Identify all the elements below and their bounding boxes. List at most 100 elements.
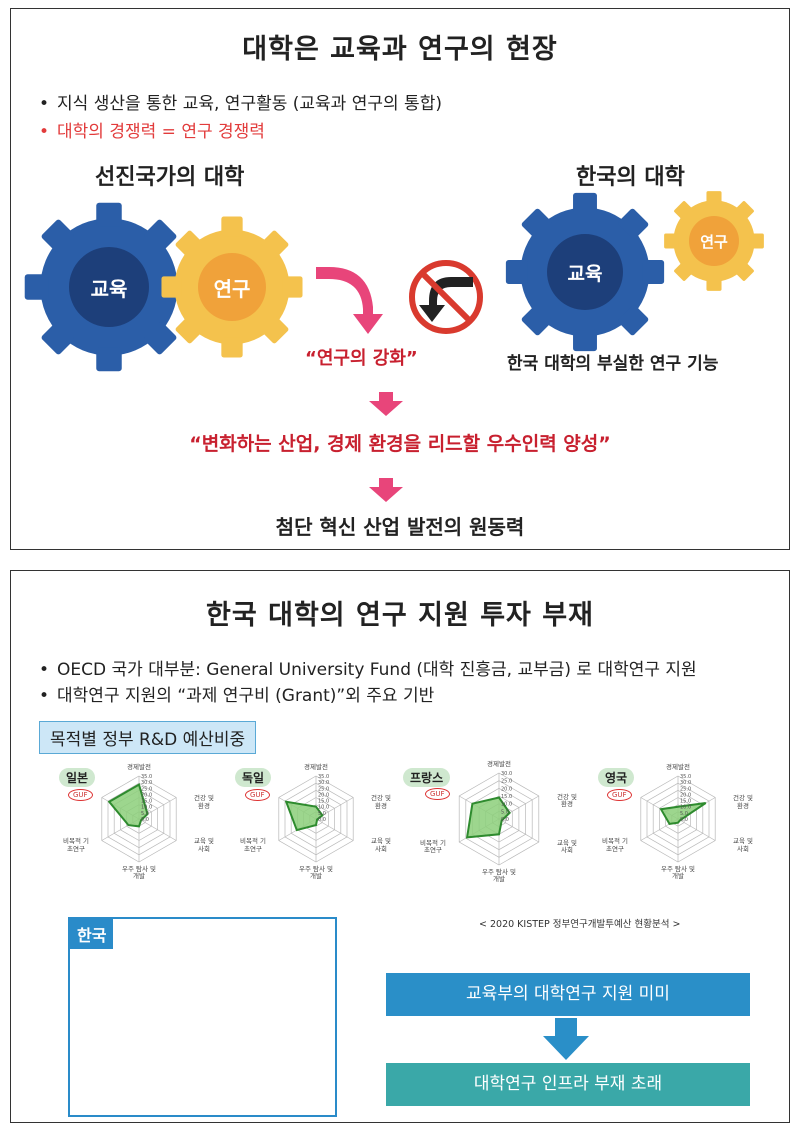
flow-down-arrow-icon — [543, 1018, 589, 1060]
korea-note: 한국 대학의 부실한 연구 기능 — [507, 354, 719, 374]
radar-axis-label: 건강 및 환경 — [193, 794, 214, 810]
radar-tick-label: 5.0 — [141, 811, 149, 817]
guf-label: GUF — [245, 789, 270, 802]
radar-axis-label: 비목적 기초연구 — [420, 838, 446, 855]
radar-series-일본 — [107, 783, 149, 828]
radar-tick-label: 5.0 — [680, 811, 688, 817]
guf-label: GUF — [425, 787, 450, 800]
country-label-독일: 독일 — [235, 768, 272, 787]
radar-axis-label: 교육 및 사회 — [556, 838, 577, 855]
radar-tick-label: 30.0 — [501, 771, 512, 777]
edu-gear-right-label: 교육 — [567, 263, 603, 285]
korea-heading: 한국의 대학 — [576, 165, 685, 190]
quote-research: “연구의 강화” — [305, 348, 418, 369]
panel-university-role: 대학은 교육과 연구의 현장 •지식 생산을 통한 교육, 연구활동 (교육과 … — [10, 8, 790, 550]
radar-axis-label: 비목적 기초연구 — [240, 837, 266, 853]
flow-box-1: 교육부의 대학연구 지원 미미 — [386, 973, 750, 1016]
radar-tick-label: 35.0 — [680, 774, 691, 780]
radar-series-영국 — [659, 802, 707, 825]
radar-tick-label: 30.0 — [141, 780, 152, 786]
radar-axis-line — [498, 818, 540, 843]
radar-tick-label: 5.0 — [501, 809, 509, 815]
research-gear-right-label: 연구 — [700, 233, 728, 251]
country-label-일본: 일본 — [59, 768, 96, 787]
radar-axis-label: 교육 및 사회 — [732, 837, 753, 853]
radar-chart-3: 35.030.025.020.015.010.05.00.0 — [640, 774, 716, 863]
radar-axis-label: 우주 탐사 및 개발 — [121, 865, 157, 881]
source-note: < 2020 KISTEP 정부연구개발투예산 현황분석 > — [479, 919, 681, 930]
radar-axis-line — [138, 818, 177, 841]
radar-tick-label: 20.0 — [318, 792, 329, 798]
curved-arrow-icon — [316, 267, 383, 334]
radar-tick-label: 35.0 — [141, 774, 152, 780]
gear-illustration — [24, 191, 764, 502]
radar-tick-label: 10.0 — [318, 805, 329, 811]
radar-series-프랑스 — [465, 796, 511, 839]
radar-tick-label: 0.0 — [501, 817, 509, 823]
guf-label: GUF — [68, 789, 93, 802]
radar-tick-label: 25.0 — [141, 786, 152, 792]
radar-tick-label: 0.0 — [318, 817, 326, 823]
guf-label: GUF — [607, 789, 632, 802]
radar-tick-label: 20.0 — [501, 786, 512, 792]
panel-research-funding: 한국 대학의 연구 지원 투자 부재 •OECD 국가 대부분: General… — [10, 570, 790, 1123]
radar-tick-label: 20.0 — [680, 792, 691, 798]
panel-title: 한국 대학의 연구 지원 투자 부재 — [206, 600, 594, 631]
radar-tick-label: 20.0 — [141, 792, 152, 798]
radar-tick-label: 35.0 — [318, 774, 329, 780]
quote-talent: “변화하는 산업, 경제 환경을 리드할 우수인력 양성” — [189, 433, 611, 455]
korea-radar-box: 한국 — [68, 917, 337, 1117]
radar-chart-0: 35.030.025.020.015.010.05.00.0 — [101, 774, 177, 863]
radar-axis-line — [315, 818, 354, 841]
radar-tick-label: 30.0 — [680, 780, 691, 786]
country-label-프랑스: 프랑스 — [403, 768, 451, 787]
radar-tick-label: 15.0 — [680, 799, 691, 805]
edu-gear-left-label: 교육 — [90, 277, 128, 301]
radar-axis-label: 우주 탐사 및 개발 — [660, 865, 696, 881]
radar-axis-label: 교육 및 사회 — [370, 837, 391, 853]
radar-axis-label: 비목적 기초연구 — [602, 837, 628, 853]
radar-axis-label: 경제발전 — [666, 763, 690, 771]
radar-chart-1: 35.030.025.020.015.010.05.00.0 — [278, 774, 354, 863]
radar-axis-label: 경제발전 — [487, 760, 511, 768]
radar-tick-label: 25.0 — [680, 786, 691, 792]
radar-axis-label: 경제발전 — [127, 763, 151, 771]
radar-tick-label: 5.0 — [318, 811, 326, 817]
no-return-sign-icon — [409, 260, 483, 334]
radar-axis-line — [677, 818, 716, 841]
bullet-2: •대학연구 지원의 “과제 연구비 (Grant)”외 주요 기반 — [39, 686, 435, 706]
radar-chart-2: 30.0 25.020.0 15.0 10.05.0 0.0 — [458, 771, 540, 866]
radar-axis-label: 비목적 기초연구 — [63, 837, 89, 853]
radar-tick-label: 15.0 — [318, 799, 329, 805]
radar-tick-label: 15.0 — [141, 799, 152, 805]
radar-tick-label: 10.0 — [680, 805, 691, 811]
radar-axis-label: 건강 및 환경 — [732, 794, 753, 810]
advanced-heading: 선진국가의 대학 — [95, 165, 245, 190]
radar-axis-label: 교육 및 사회 — [193, 837, 214, 853]
country-label-영국: 영국 — [598, 768, 635, 787]
radar-tick-label: 0.0 — [141, 817, 149, 823]
radar-tick-label: 30.0 — [318, 780, 329, 786]
radar-axis-label: 우주 탐사 및 개발 — [481, 868, 517, 884]
radar-tick-label: 0.0 — [680, 817, 688, 823]
radar-series-독일 — [284, 800, 324, 832]
bullet-1: •OECD 국가 대부분: General University Fund (대… — [39, 660, 697, 680]
radar-tick-label: 10.0 — [501, 802, 512, 808]
korea-tag: 한국 — [70, 919, 114, 949]
budget-share-chip: 목적별 정부 R&D 예산비중 — [39, 721, 257, 754]
flow-box-2: 대학연구 인프라 부재 초래 — [386, 1063, 750, 1106]
down-arrow-icon — [369, 392, 403, 502]
research-gear-left-label: 연구 — [213, 277, 251, 301]
radar-tick-label: 25.0 — [501, 779, 512, 785]
radar-tick-label: 15.0 — [501, 794, 512, 800]
radar-axis-label: 건강 및 환경 — [370, 794, 391, 810]
final-statement: 첨단 혁신 산업 발전의 원동력 — [275, 515, 525, 539]
radar-tick-label: 25.0 — [318, 786, 329, 792]
radar-axis-label: 건강 및 환경 — [556, 792, 577, 809]
radar-axis-label: 우주 탐사 및 개발 — [298, 865, 334, 881]
panel-title: 대학은 교육과 연구의 현장 — [242, 34, 558, 65]
bullet-1: •지식 생산을 통한 교육, 연구활동 (교육과 연구의 통합) — [39, 94, 442, 114]
radar-axis-label: 경제발전 — [304, 763, 328, 771]
bullet-2: •대학의 경쟁력 = 연구 경쟁력 — [39, 122, 265, 142]
radar-tick-label: 10.0 — [141, 805, 152, 811]
